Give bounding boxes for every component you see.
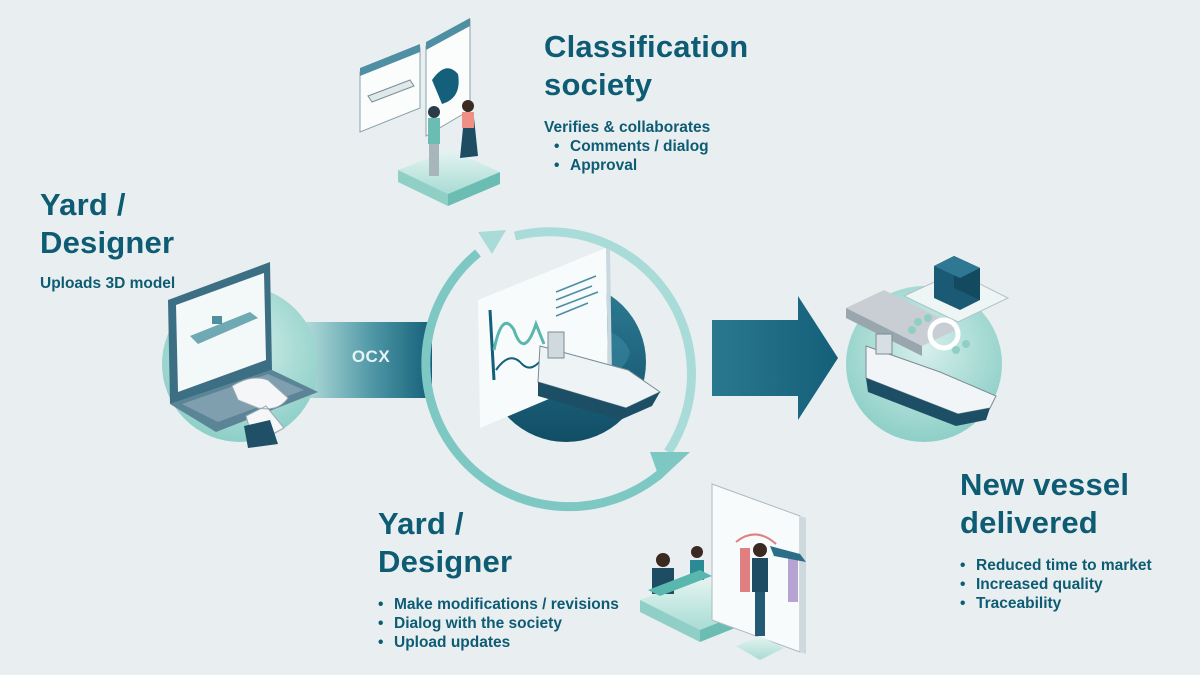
classification-title: Classification society [544,29,749,102]
list-item: Upload updates [378,633,619,652]
yard-designer-revisions-block: Yard / Designer Make modifications / rev… [378,505,619,652]
ship-icon [190,312,258,344]
yard-left-title: Yard / Designer [40,187,175,260]
people-icon [428,100,478,176]
yard-bottom-title: Yard / Designer [378,506,513,579]
shipyard-illustration [846,256,1010,442]
new-vessel-bullets: Reduced time to market Increased quality… [960,556,1152,613]
list-item: Approval [554,156,748,175]
classification-bullets: Comments / dialog Approval [544,137,748,175]
ship-icon [865,333,997,426]
new-vessel-block: New vessel delivered Reduced time to mar… [960,466,1152,613]
list-item: Reduced time to market [960,556,1152,575]
yard-bottom-bullets: Make modifications / revisions Dialog wi… [378,595,619,652]
list-item: Make modifications / revisions [378,595,619,614]
list-item: Increased quality [960,575,1152,594]
ocx-label: OCX [351,347,391,366]
ship-icon [537,331,662,420]
cycle-arrow-icon [421,227,696,512]
ocx-flow-band [300,322,432,398]
classification-subtitle: Verifies & collaborates [544,119,711,136]
yard-designer-upload-block: Yard / Designer Uploads 3D model [40,186,175,293]
laptop-illustration [162,262,318,448]
window-controls-icon [360,18,470,76]
classification-illustration [359,18,500,206]
building-icon [934,256,980,310]
new-vessel-title: New vessel delivered [960,467,1130,540]
list-item: Comments / dialog [554,137,748,156]
list-item: Dialog with the society [378,614,619,633]
yard-left-subtitle: Uploads 3D model [40,275,176,292]
designer-illustration [640,483,806,660]
list-item: Traceability [960,594,1152,613]
delivery-arrow [712,296,838,420]
classification-society-block: Classification society Verifies & collab… [544,28,748,175]
